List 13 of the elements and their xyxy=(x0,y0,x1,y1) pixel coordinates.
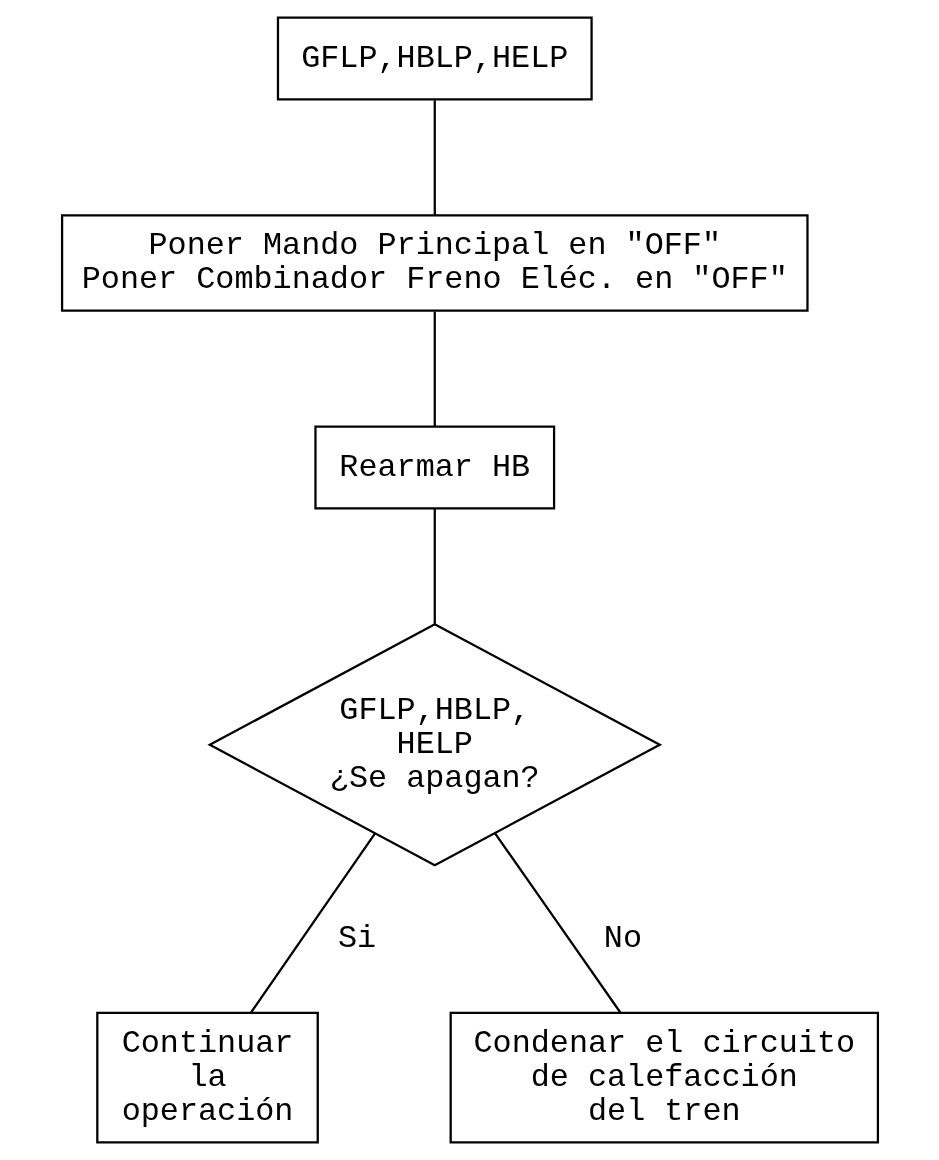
node-diamond: GFLP,HBLP, HELP ¿Se apagan? xyxy=(206,623,662,867)
edge-label: No xyxy=(603,921,642,958)
node-box: GFLP,HBLP,HELP xyxy=(276,16,593,101)
node-box: Rearmar HB xyxy=(313,425,555,510)
connector xyxy=(433,311,436,427)
node-box: Condenar el circuito de calefacción del tren xyxy=(449,1011,879,1144)
connector xyxy=(249,832,376,1014)
connector xyxy=(433,100,436,215)
connector xyxy=(493,832,621,1014)
connector xyxy=(433,508,436,624)
node-box: Poner Mando Principal en "OFF" Poner Combinador Freno Eléc. en "OFF" xyxy=(60,214,809,312)
edge-label: Si xyxy=(337,921,376,958)
node-box: Continuar la operación xyxy=(95,1011,319,1144)
